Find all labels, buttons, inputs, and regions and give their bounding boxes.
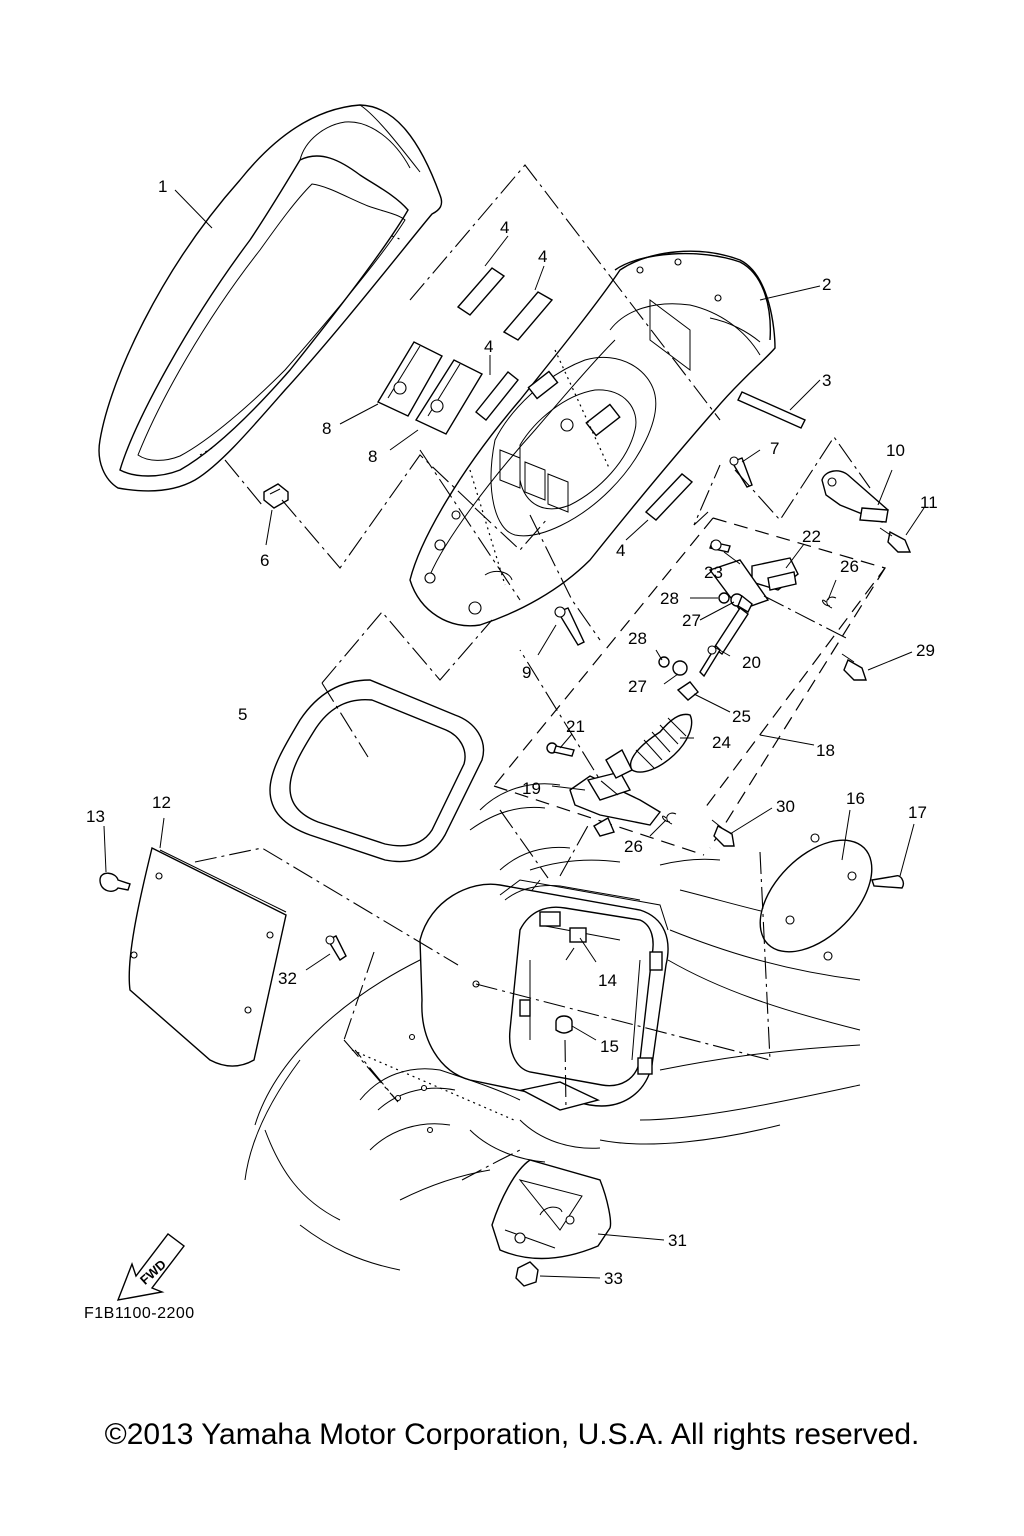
callout-labels: 1 2 3 4 4 4 4 5 6 7 8 8 9 10 11 12 13 14… [86,177,938,1288]
seat-part [98,104,443,492]
callout-4d: 4 [616,541,625,560]
callout-31: 31 [668,1231,687,1250]
callout-17: 17 [908,803,927,822]
callout-23: 23 [704,563,723,582]
copyright-notice: ©2013 Yamaha Motor Corporation, U.S.A. A… [104,1418,920,1451]
callout-9: 9 [522,663,531,682]
rivet-part [325,935,347,961]
pad-parts [456,267,694,521]
callout-3: 3 [822,371,831,390]
callout-1: 1 [158,177,167,196]
cover-part [759,833,905,961]
callout-2: 2 [822,275,831,294]
callout-18: 18 [816,741,835,760]
callout-11: 11 [920,493,938,512]
hinge-bracket-part [821,470,912,553]
callout-7: 7 [770,439,779,458]
callout-25: 25 [732,707,751,726]
callout-29: 29 [916,641,935,660]
assembly-lines [194,164,871,1181]
callout-26b: 26 [624,837,643,856]
callout-28a: 28 [660,589,679,608]
callout-30: 30 [776,797,795,816]
callout-20: 20 [742,653,761,672]
callout-28b: 28 [628,629,647,648]
callout-8b: 8 [368,447,377,466]
damper-assembly [493,517,887,856]
callout-4b: 4 [538,247,547,266]
callout-32: 32 [278,969,297,988]
callout-27a: 27 [682,611,701,630]
gasket-part [269,679,485,863]
callout-27b: 27 [628,677,647,696]
callout-12: 12 [152,793,171,812]
callout-4c: 4 [484,337,493,356]
pin-parts [554,456,753,646]
callout-6: 6 [260,551,269,570]
callout-4a: 4 [500,218,509,237]
callout-13: 13 [86,807,105,826]
callout-16: 16 [846,789,865,808]
callout-33: 33 [604,1269,623,1288]
callout-14: 14 [598,971,617,990]
callout-10: 10 [886,441,905,460]
callout-15: 15 [600,1037,619,1056]
grommet-parts [555,927,587,1034]
hull-body [244,783,861,1287]
callout-19: 19 [522,779,541,798]
bracket-parts [377,341,483,435]
rod-part [737,391,806,429]
callout-24: 24 [712,733,731,752]
leader-lines [103,189,925,1279]
board-part [99,846,287,1067]
fwd-arrow-icon: FWD [116,1233,185,1301]
diagram-code: F1B1100-2200 [84,1305,195,1322]
callout-22: 22 [802,527,821,546]
callout-21: 21 [566,717,585,736]
callout-26a: 26 [840,557,859,576]
clip-part [263,483,289,509]
callout-8a: 8 [322,419,331,438]
callout-5: 5 [238,705,247,724]
